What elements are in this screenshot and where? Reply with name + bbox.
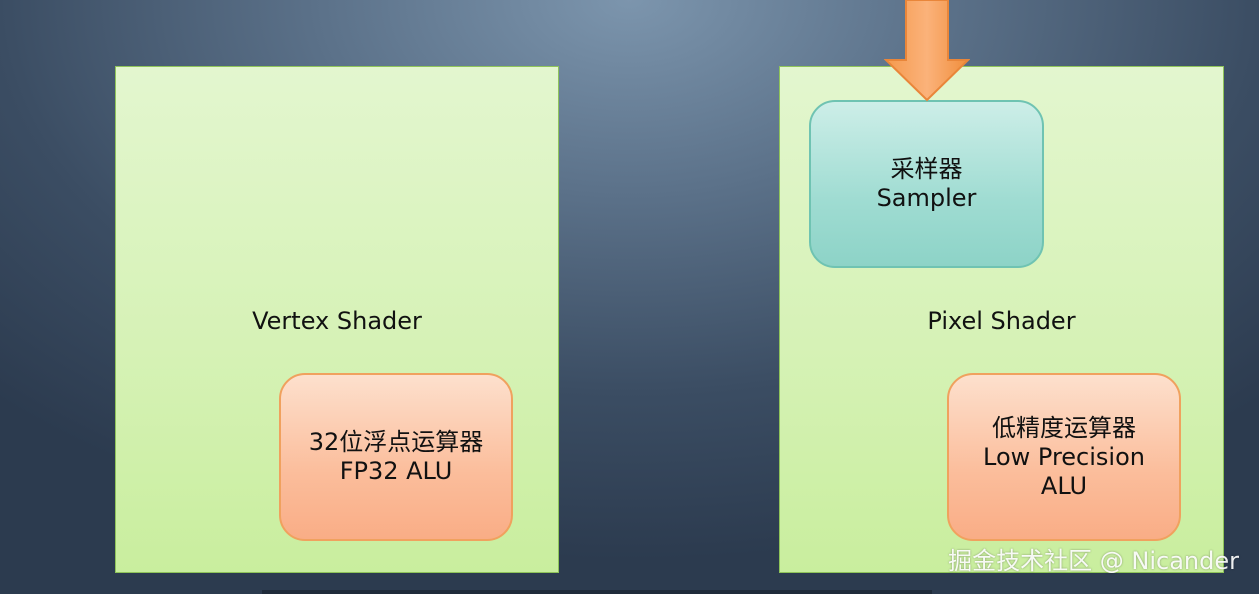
bottom-divider (262, 590, 932, 594)
low-alu-label-en: Low Precision (983, 442, 1145, 471)
sampler-box: 采样器 Sampler (809, 100, 1044, 268)
down-arrow-icon (884, 0, 970, 102)
pixel-shader-panel: Pixel Shader 采样器 Sampler 低精度运算器 Low Prec… (779, 66, 1224, 573)
low-precision-alu-box: 低精度运算器 Low Precision ALU (947, 373, 1181, 541)
pixel-shader-label: Pixel Shader (927, 307, 1076, 335)
sampler-label-en: Sampler (876, 184, 977, 212)
low-alu-label-cn: 低精度运算器 (992, 413, 1136, 442)
watermark-text: 掘金技术社区 @ Nicander (948, 547, 1239, 575)
vertex-shader-label: Vertex Shader (252, 307, 422, 335)
low-alu-label-en-2: ALU (1040, 471, 1088, 500)
fp32-alu-label-cn: 32位浮点运算器 (308, 428, 484, 456)
vertex-shader-panel: Vertex Shader 32位浮点运算器 FP32 ALU (115, 66, 559, 573)
sampler-label-cn: 采样器 (890, 155, 963, 183)
fp32-alu-box: 32位浮点运算器 FP32 ALU (279, 373, 513, 541)
fp32-alu-label-en: FP32 ALU (339, 457, 453, 485)
